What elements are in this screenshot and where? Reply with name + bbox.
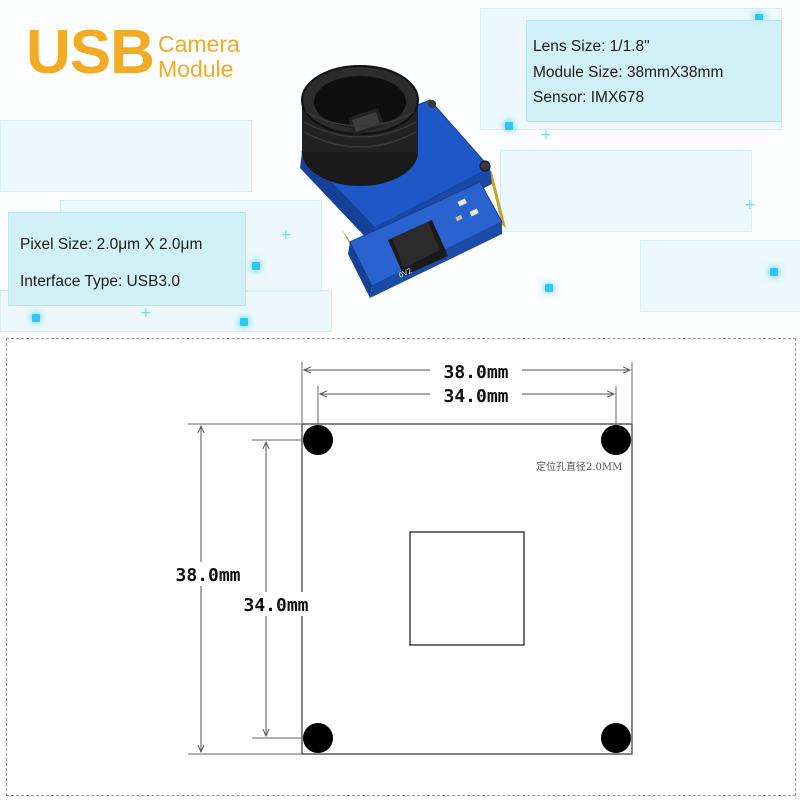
glow-dot: [32, 314, 40, 322]
bg-panel: [640, 240, 800, 312]
logo-subtitle-line1: Camera: [158, 31, 240, 57]
pcb-board-lower-edge: [348, 242, 372, 298]
mount-screw: [428, 100, 436, 108]
smd-component: [457, 198, 467, 207]
outer-height-label: 38.0mm: [175, 565, 240, 586]
logo-subtitle: Camera Module: [158, 32, 240, 82]
image-sensor-glass: [352, 112, 380, 132]
glow-dot: [252, 262, 260, 270]
board-outline: [301, 423, 633, 755]
sensor-text: Sensor: IMX678: [533, 89, 645, 106]
lens-size-text: Lens Size: 1/1.8": [533, 38, 650, 55]
glow-dot: [240, 318, 248, 326]
interface-type-text: Interface Type: USB3.0: [20, 273, 180, 290]
camera-module-image: 0V2: [300, 65, 506, 298]
plus-icon: +: [280, 227, 292, 243]
sensor-footprint: [409, 531, 525, 646]
mounting-hole: [601, 425, 631, 455]
logo-subtitle-line2: Module: [158, 56, 234, 82]
glow-dot: [505, 122, 513, 130]
smd-component: [469, 208, 479, 217]
spec-box-right: [526, 20, 782, 122]
smd-component: [455, 214, 463, 222]
lens-thread: [303, 131, 417, 148]
hole-diameter-note: 定位孔直径2.0MM: [536, 460, 622, 473]
hole-height-label: 34.0mm: [243, 595, 308, 616]
gold-connector: [488, 168, 506, 228]
pixel-size-text: Pixel Size: 2.0μm X 2.0μm: [20, 236, 203, 253]
dimension-drawing-frame: [6, 338, 796, 796]
mounting-hole: [601, 723, 631, 753]
product-banner: + + + + USB Camera Module Lens Size: 1/1…: [0, 0, 800, 335]
plus-icon: +: [140, 305, 152, 321]
plus-icon: +: [744, 197, 756, 213]
spec-box-left: [8, 212, 246, 306]
lens-thread: [303, 121, 417, 138]
mounting-hole: [303, 723, 333, 753]
bg-panel: [500, 150, 752, 232]
glow-dot: [770, 268, 778, 276]
glow-dot: [545, 284, 553, 292]
mount-screw: [479, 160, 491, 172]
glow-dot: [755, 14, 763, 22]
hole-width-label: 34.0mm: [443, 386, 508, 407]
module-size-text: Module Size: 38mmX38mm: [533, 64, 724, 81]
lens-thread: [305, 111, 415, 127]
usb-chip-top: [392, 222, 440, 268]
usb-logo: USB: [26, 18, 155, 87]
lens-holder-inner: [314, 76, 406, 128]
bg-panel: [0, 120, 252, 192]
outer-width-label: 38.0mm: [443, 362, 508, 383]
plus-icon: +: [540, 127, 552, 143]
mounting-hole: [303, 425, 333, 455]
